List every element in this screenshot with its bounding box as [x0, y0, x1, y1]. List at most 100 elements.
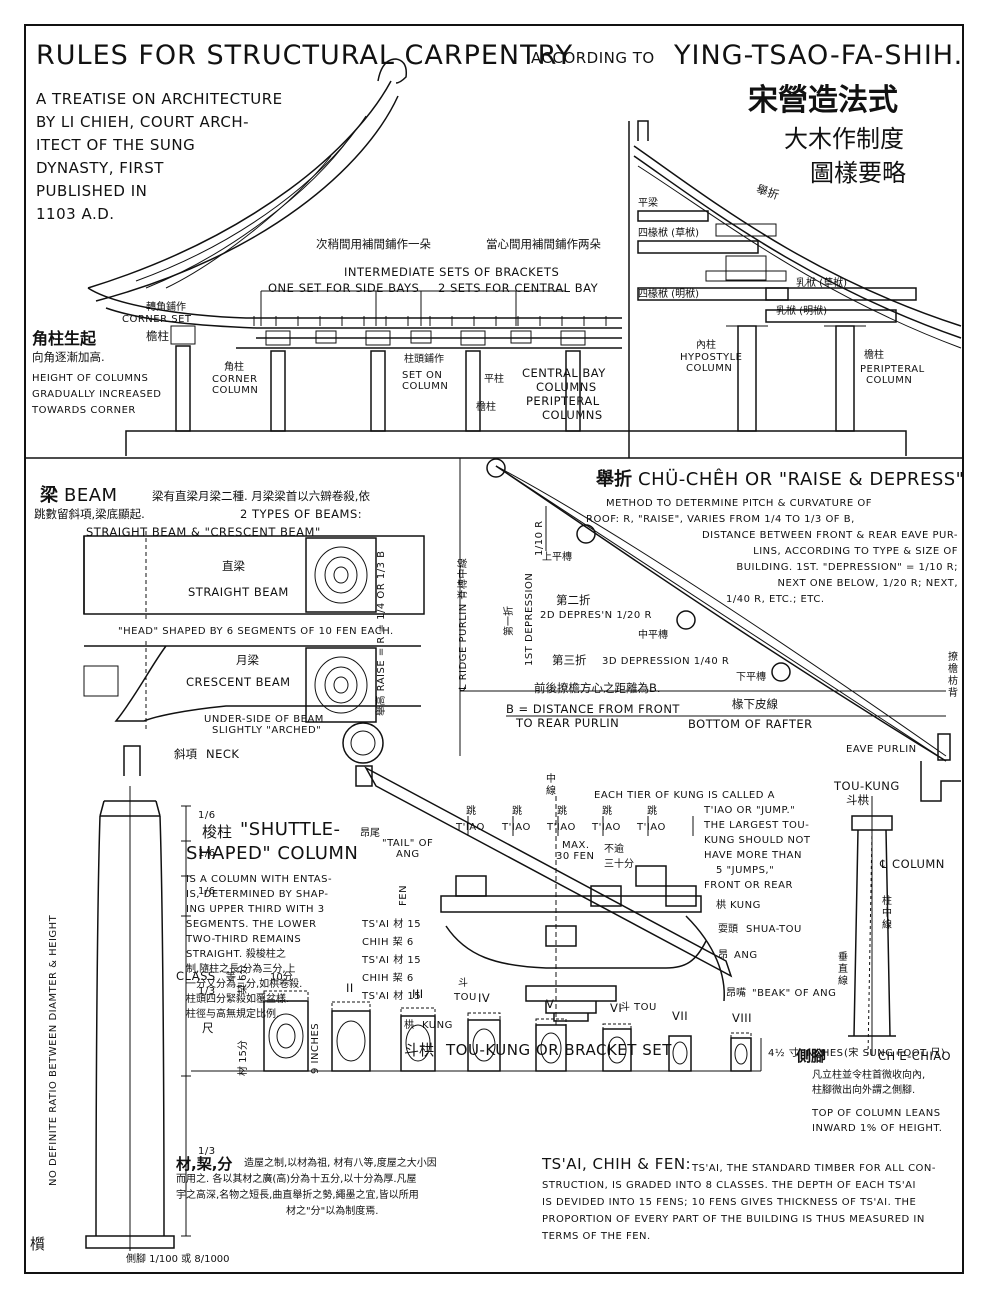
tail-label: "TAIL" OF ANG: [382, 838, 433, 860]
ratio-note: NO DEFINITE RATIO BETWEEN DIAMTER & HEIG…: [48, 914, 59, 1186]
fen-cjk-line: 造屋之制,以材為祖, 材有八等,度屋之大小因: [244, 1158, 437, 1169]
tiao-1-cjk: 跳: [466, 806, 476, 817]
fen-cjk-line: 材之"分"以為制度焉.: [286, 1206, 379, 1217]
max-note-line: 30 FEN: [556, 851, 595, 862]
tiao-3-cjk: 跳: [557, 806, 567, 817]
upper-purlin: [576, 524, 596, 544]
raise-diagram: [459, 458, 951, 762]
raise-text-line: NEXT ONE BELOW, 1/20 R; NEXT,: [777, 578, 958, 589]
main-title: RULES FOR STRUCTURAL CARPENTRY: [36, 40, 574, 71]
section-beam-3: 四椽栿 (明栿): [638, 289, 699, 300]
drawing-sheet: RULES FOR STRUCTURAL CARPENTRY ACCORDING…: [24, 24, 964, 1274]
tier-note-line: HAVE MORE THAN: [704, 850, 802, 861]
corner-column-line: COLUMN: [212, 385, 259, 396]
che-chiao-cjk-line: 柱腳微出向外謂之側腳.: [812, 1085, 916, 1096]
two-sets-label: 2 SETS FOR CENTRAL BAY: [438, 281, 599, 295]
center-line-cjk: 中線: [546, 774, 556, 797]
height-note-line: TOWARDS CORNER: [32, 405, 136, 416]
class-numeral-vii: VII: [672, 1009, 689, 1023]
crescent-beam-section: [305, 647, 377, 723]
tier-note-line: FRONT OR REAR: [704, 880, 793, 891]
intro-line: DYNASTY, FIRST: [36, 159, 164, 177]
cjk-subtitle-1: 大木作制度: [784, 125, 904, 153]
shuttle-desc-line: IS, DETERMINED BY SHAP-: [186, 889, 329, 900]
tou-2-label: TOU: [634, 1002, 657, 1013]
roof-hip-upper: [87, 80, 392, 289]
cai-label: 材 15分: [238, 1040, 249, 1076]
ridge-purlin: [486, 458, 506, 478]
raise-cjk: 舉折: [596, 469, 632, 490]
corner-rise-cjk: 角柱生起: [32, 329, 97, 348]
ang-label: ANG: [734, 950, 758, 961]
raise-text-line: LINS, ACCORDING TO TYPE & SIZE OF: [753, 546, 958, 557]
tier-note-line: 5 "JUMPS,": [716, 865, 775, 876]
tenth-r-label: 1/10 R: [534, 520, 545, 556]
tiao-5-cjk: 跳: [647, 806, 657, 817]
rafter-label: BOTTOM OF RAFTER: [688, 717, 813, 731]
height-note-line: HEIGHT OF COLUMNS: [32, 373, 149, 384]
first-depression-label: 1ST DEPRESSION: [524, 572, 535, 666]
shuttle-desc-line: ING UPPER THIRD WITH 3: [186, 904, 325, 915]
middle-purlin-cjk: 中平槫: [638, 630, 668, 641]
corner-column-cjk: 角柱: [224, 362, 244, 373]
second-depression-cjk: 第二折: [556, 593, 591, 607]
upper-purlin-cjk: 上平槫: [542, 552, 572, 563]
beak-label: "BEAK" OF ANG: [752, 988, 837, 999]
beam-types-2: STRAIGHT BEAM & "CRESCENT BEAM": [86, 525, 321, 539]
tsai-cjk: 材: [393, 919, 404, 930]
head-note: "HEAD" SHAPED BY 6 SEGMENTS OF 10 FEN EA…: [118, 626, 394, 637]
max-cjk: 不逾 三十分: [604, 840, 634, 870]
fen-number: 6: [406, 937, 414, 948]
max-cjk-line: 三十分: [604, 859, 634, 870]
tier-note-line: KUNG SHOULD NOT: [704, 835, 811, 846]
set-on-column-label: SET ON COLUMN: [402, 370, 448, 392]
fraction-3: 1/6: [198, 886, 216, 897]
intro-line: PUBLISHED IN: [36, 182, 148, 200]
timber-classes: [191, 990, 762, 1072]
tiao-5-label: T'IAO: [637, 822, 666, 833]
b-definition-line: TO REAR PURLIN: [516, 716, 620, 730]
tou-kung-caption-cjk: 斗栱: [404, 1041, 435, 1059]
set-on-column-cjk: 柱頭鋪作: [404, 354, 444, 365]
raise-label: 舉高 RAISE = R = 1/4 OR 1/3 B: [376, 550, 387, 716]
class-width: 10分: [270, 972, 293, 983]
peripteral-columns-cjk: 檐柱: [476, 402, 496, 413]
shuttle-desc-cjk: 制,隨柱之長,分為三分,上: [186, 964, 296, 975]
column-lean-note: 側腳 1/100 或 8/1000: [126, 1254, 230, 1265]
shuttle-desc-cjk: 一分又分為三分,如栱卷殺.: [186, 979, 303, 990]
fen-cjk-title: 材,栔,分: [176, 1155, 233, 1173]
b-definition-line: B = DISTANCE FROM FRONT: [506, 702, 680, 716]
straight-beam-cjk: 直梁: [222, 559, 245, 573]
straight-beam-label: STRAIGHT BEAM: [188, 585, 289, 599]
vertical-line-cjk: 垂直線: [838, 952, 848, 987]
elevation-platform: [125, 430, 907, 456]
central-bay-line: COLUMNS: [536, 380, 597, 394]
max-cjk-line: 不逾: [604, 844, 624, 855]
class-numeral-iii: III: [412, 987, 424, 1001]
tsai-label: TS'AI: [362, 919, 390, 930]
tiao-3-label: T'IAO: [547, 822, 576, 833]
fen-row: TS'AI 材 15: [362, 916, 421, 934]
central-bay-label: CENTRAL BAY COLUMNS: [522, 366, 606, 394]
fen-row: TS'AI 材 15: [362, 988, 421, 1006]
eave-purlin-cjk: 撩檐枋背: [948, 652, 958, 699]
tiao-1-label: T'IAO: [456, 822, 485, 833]
central-column-cjk: 平柱: [484, 374, 504, 385]
tou-cjk: 斗: [458, 978, 468, 989]
tier-note-line: EACH TIER OF KUNG IS CALLED A: [594, 790, 775, 801]
intro-line: 1103 A.D.: [36, 205, 115, 223]
third-depression-cjk: 第三折: [552, 653, 587, 667]
section-hypostyle-label: HYPOSTYLE COLUMN: [680, 352, 742, 374]
qi-label: 栔 6分: [238, 964, 249, 994]
tail-cjk: 昂尾: [360, 828, 380, 839]
scale-note: 4½ 寸 INCHES: [768, 1048, 844, 1059]
fen-text-line: STRUCTION, IS GRADED INTO 8 CLASSES. THE…: [542, 1180, 916, 1191]
shuttle-desc-cjk: 柱頭四分緊殺如覆盆樣.: [186, 994, 290, 1005]
fen-cjk-text: 造屋之制,以材為祖, 材有八等,度屋之大小因 而用之. 各以其材之廣(高)分為十…: [176, 1158, 526, 1220]
set-on-column-line: COLUMN: [402, 381, 449, 392]
corner-rise-cjk-2: 向角逐漸加高.: [32, 350, 105, 364]
kung-bottom-label: KUNG: [422, 1020, 453, 1031]
intro-text: A TREATISE ON ARCHITECTURE BY LI CHIEH, …: [36, 88, 283, 226]
peripteral-line: PERIPTERAL: [526, 394, 600, 408]
intro-line: A TREATISE ON ARCHITECTURE: [36, 90, 283, 108]
